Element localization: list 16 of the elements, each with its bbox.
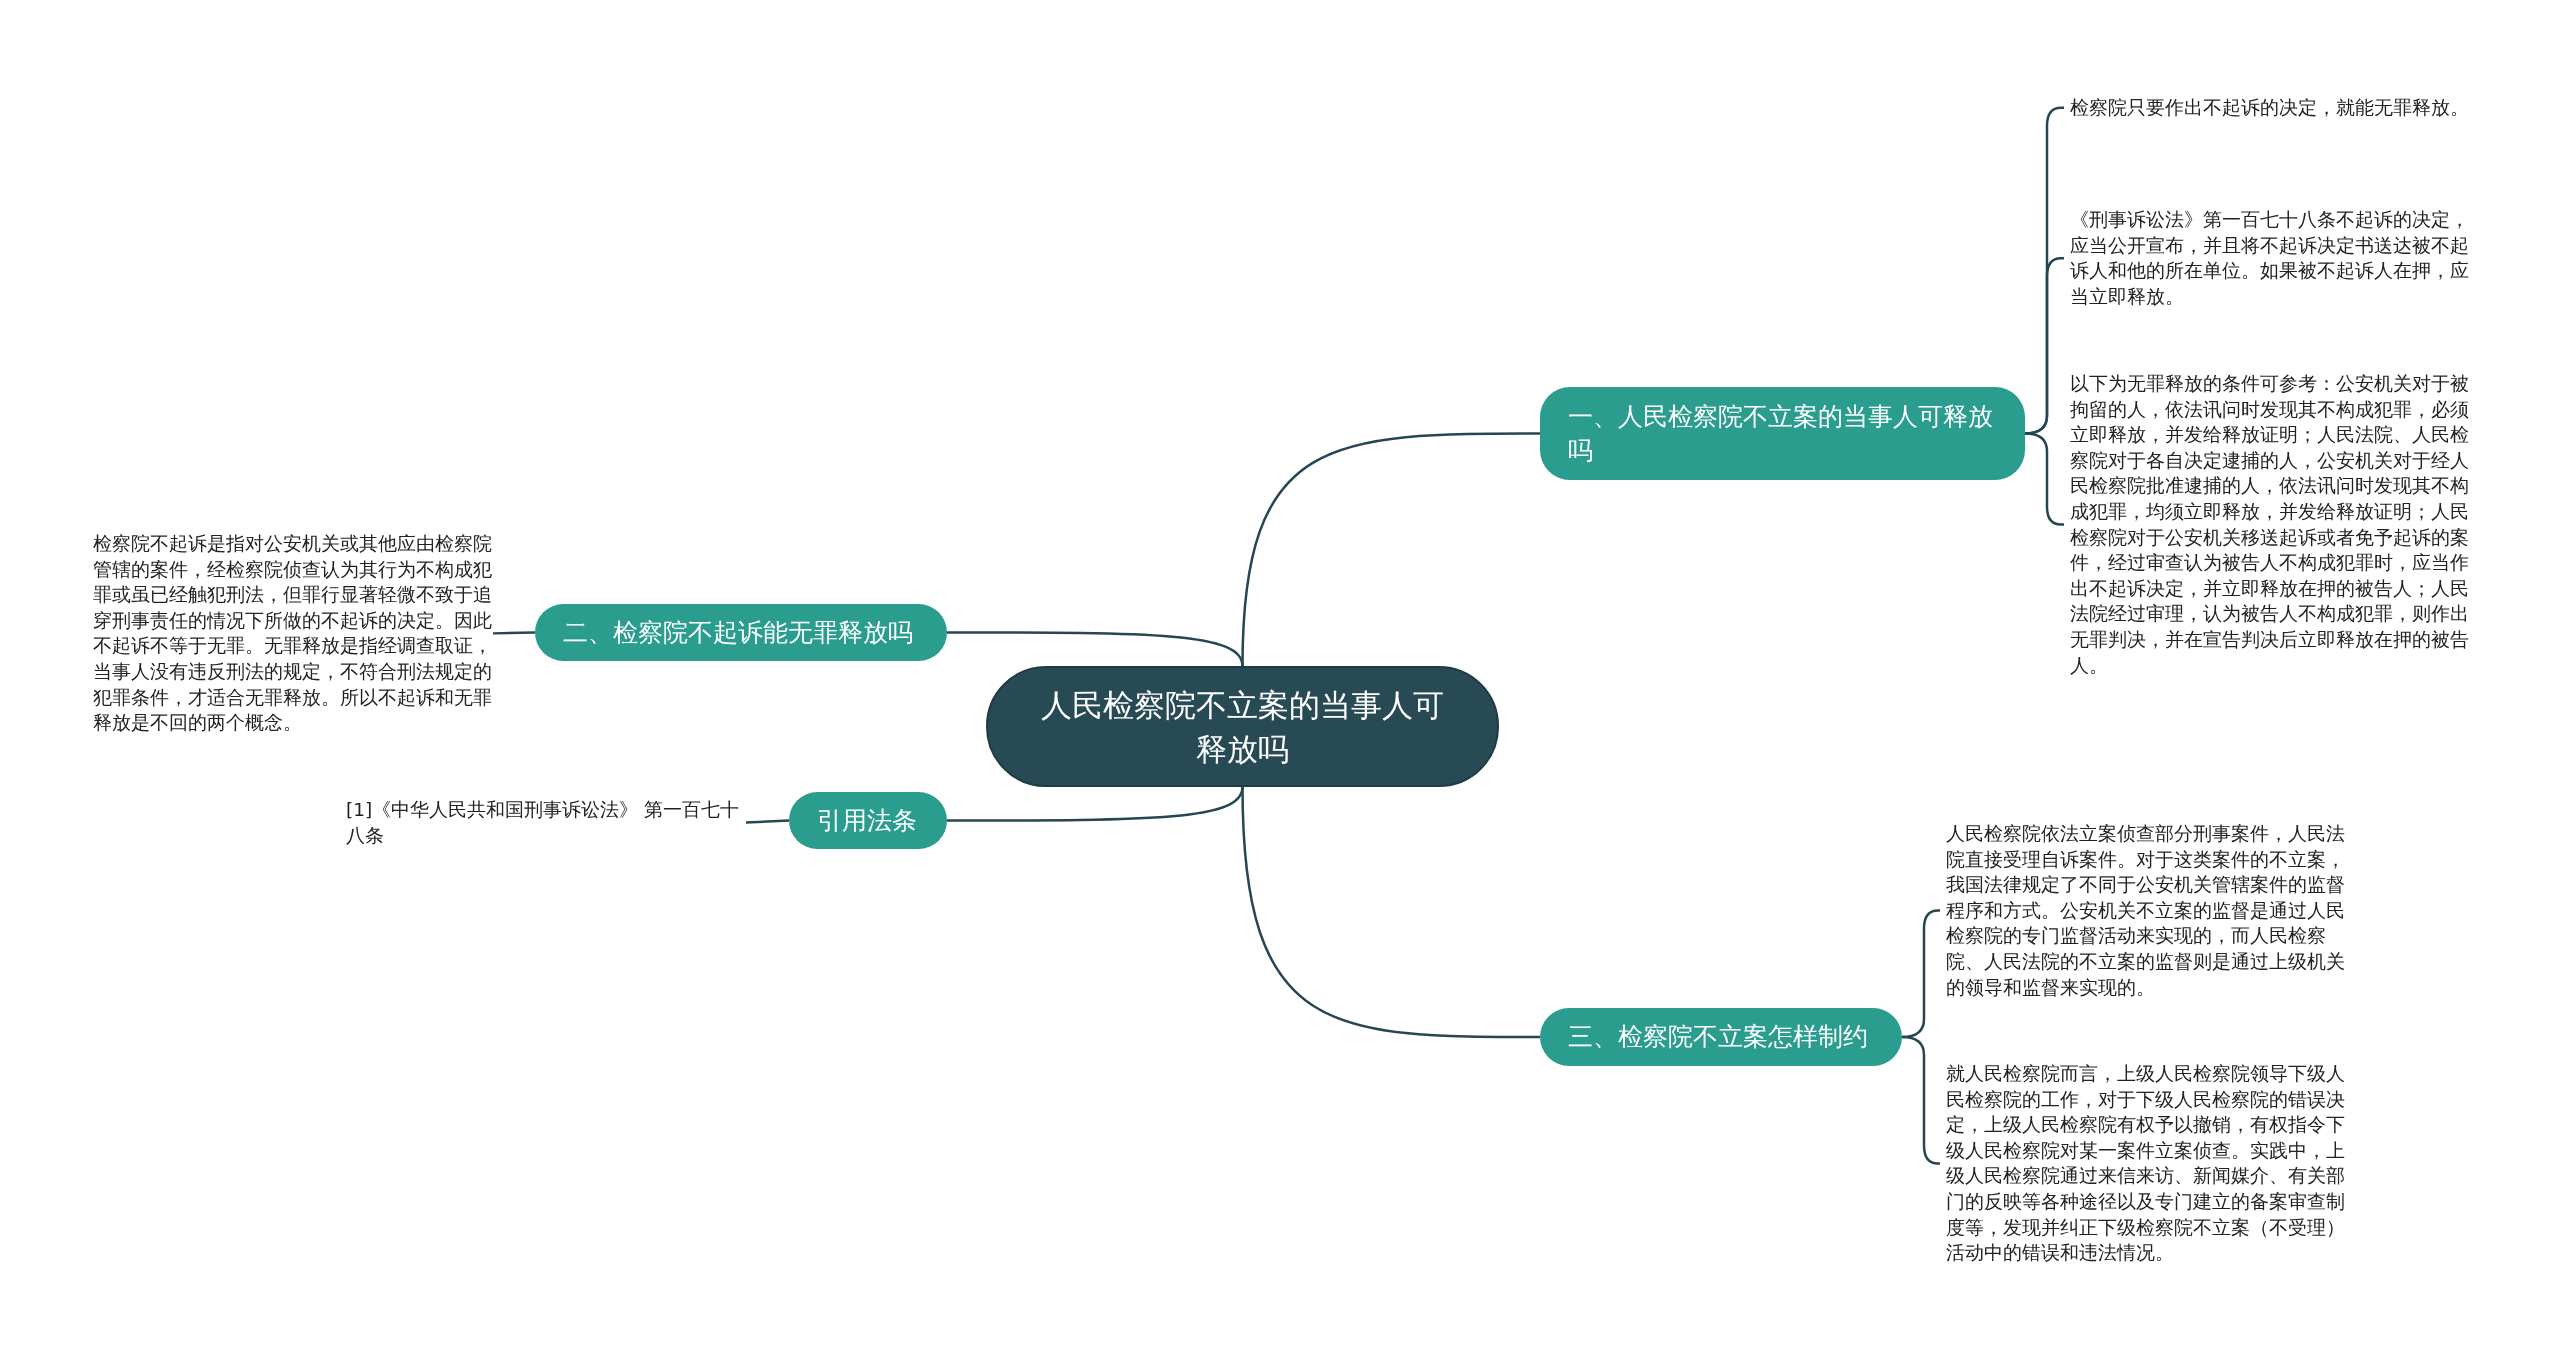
topic-pill: 一、人民检察院不立案的当事人可释放吗 [1540,387,2025,480]
topic-pill: 引用法条 [789,792,947,849]
connector-line [1241,786,1540,1039]
note-text: [1]《中华人民共和国刑事诉讼法》 第一百七十八条 [346,797,746,849]
note-text: 检察院不起诉是指对公安机关或其他应由检察院管辖的案件，经检察院侦查认为其行为不构成犯罪或虽已经触犯刑法，但罪行显著轻微不致于追穿刑事责任的情况下所做的不起诉的决定。因此不起诉不等于无罪。无罪释放是指经调查取证，当事人没有违反刑法的规定，不符合刑法规定的犯罪条件，才适合无罪释放。所以不起诉和无罪释放是不回的两个概念。 [93,531,493,736]
connector-line [745,819,790,824]
note-text: 人民检察院依法立案侦查部分刑事案件，人民法院直接受理自诉案件。对于这类案件的不立案，我国法律规定了不同于公安机关管辖案件的监督程序和方式。公安机关不立案的监督是通过人民检察院的专门监督活动来实现的，而人民检察院、人民法院的不立案的监督则是通过上级机关的领导和监督来实现的。 [1946,821,2350,1001]
note-text: 以下为无罪释放的条件可参考：公安机关对于被拘留的人，依法讯问时发现其不构成犯罪，必须立即释放，并发给释放证明；人民法院、人民检察院对于各自决定逮捕的人，公安机关对于经人民检察院批准逮捕的人，依法讯问时发现其不构成犯罪，均须立即释放，并发给释放证明；人民检察院对于公安机关移送起诉或者免予起诉的案件，经过审查认为被告人不构成犯罪时，应当作出不起诉决定，并立即释放在押的被告人；人民法院经过审理，认为被告人不构成犯罪，则作出无罪判决，并在宣告判决后立即释放在押的被告人。 [2070,371,2470,679]
topic-pill: 二、检察院不起诉能无罪释放吗 [535,604,947,661]
central-topic: 人民检察院不立案的当事人可释放吗 [986,666,1499,787]
connector-line [947,631,1244,667]
note-text: 《刑事诉讼法》第一百七十八条不起诉的决定，应当公开宣布，并且将不起诉决定书送达被不起诉人和他的所在单位。如果被不起诉人在押，应当立即释放。 [2070,207,2470,310]
note-text: 就人民检察院而言，上级人民检察院领导下级人民检察院的工作，对于下级人民检察院的错误决定，上级人民检察院有权予以撤销，有权指令下级人民检察院对某一案件立案侦查。实践中，上级人民检察院通过来信来访、新闻媒介、有关部门的反映等各种途径以及专门建立的备案审查制度等，发现并纠正下级检察院不立案（不受理）活动中的错误和违法情况。 [1946,1061,2350,1266]
note-text: 检察院只要作出不起诉的决定，就能无罪释放。 [2070,95,2470,121]
connector-line [492,631,536,635]
topic-pill: 三、检察院不立案怎样制约 [1540,1008,1902,1066]
